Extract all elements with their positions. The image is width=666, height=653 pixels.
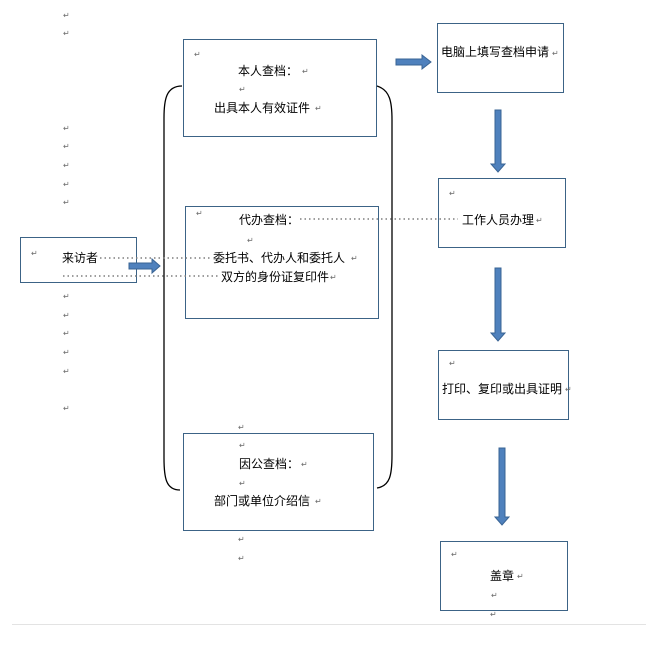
arrow-step2-to-step3 <box>489 267 507 342</box>
official-check-title: 因公查档： <box>239 457 300 471</box>
right-bracket <box>376 85 393 489</box>
paragraph-mark: ↵ <box>63 348 70 357</box>
paragraph-mark: ↵ <box>491 591 498 600</box>
proxy-check-requirement-2: 双方的身份证复印件 <box>221 270 330 284</box>
step-box-seal: ↵ 盖章 ↵ ↵ <box>440 541 568 611</box>
paragraph-mark: ↵ <box>63 142 70 151</box>
paragraph-mark: ↵ <box>315 497 322 506</box>
proxy-check-title: 代办查档： <box>239 213 300 227</box>
paragraph-mark: ↵ <box>63 292 70 301</box>
paragraph-mark: ↵ <box>196 209 203 218</box>
paragraph-mark: ↵ <box>302 67 309 76</box>
paragraph-mark: ↵ <box>315 104 322 113</box>
paragraph-mark: ↵ <box>451 550 458 559</box>
paragraph-mark: ↵ <box>63 198 70 207</box>
step-box-staff-processing: ↵ 工作人员办理 ↵ <box>438 178 566 248</box>
paragraph-mark: ↵ <box>239 85 246 94</box>
arrow-step1-to-step2 <box>489 109 507 173</box>
paragraph-mark: ↵ <box>63 404 70 413</box>
step-label-fill-application: 电脑上填写查档申请 <box>441 45 550 59</box>
paragraph-mark: ↵ <box>238 423 245 432</box>
paragraph-mark: ↵ <box>330 273 337 282</box>
left-bracket <box>163 85 183 491</box>
paragraph-mark: ↵ <box>63 124 70 133</box>
visitor-box: ↵ 来访者 <box>20 237 137 283</box>
paragraph-mark: ↵ <box>63 367 70 376</box>
paragraph-mark: ↵ <box>238 554 245 563</box>
official-check-box: ↵ 因公查档： ↵ ↵ 部门或单位介绍信 ↵ <box>183 433 374 531</box>
paragraph-mark: ↵ <box>449 189 456 198</box>
paragraph-mark: ↵ <box>449 359 456 368</box>
step-box-fill-application: 电脑上填写查档申请 ↵ <box>437 23 564 93</box>
paragraph-mark: ↵ <box>239 479 246 488</box>
paragraph-mark: ↵ <box>31 249 38 258</box>
proxy-check-box: ↵ 代办查档： ↵ 委托书、代办人和委托人 ↵ 双方的身份证复印件 ↵ <box>185 206 379 319</box>
paragraph-mark: ↵ <box>63 311 70 320</box>
paragraph-mark: ↵ <box>565 385 572 394</box>
paragraph-mark: ↵ <box>351 254 358 263</box>
step-label-seal: 盖章 <box>490 569 515 583</box>
paragraph-mark: ↵ <box>238 535 245 544</box>
paragraph-mark: ↵ <box>490 610 497 619</box>
visitor-label: 来访者 <box>62 251 99 265</box>
paragraph-mark: ↵ <box>63 11 70 20</box>
arrow-visitor-to-checks <box>128 257 161 275</box>
page-divider <box>12 624 646 625</box>
self-check-box: ↵ 本人查档： ↵ ↵ 出具本人有效证件 ↵ <box>183 39 377 137</box>
self-check-title: 本人查档： <box>238 64 299 78</box>
paragraph-mark: ↵ <box>247 236 254 245</box>
self-check-requirement: 出具本人有效证件 <box>214 101 311 115</box>
paragraph-mark: ↵ <box>63 180 70 189</box>
paragraph-mark: ↵ <box>63 161 70 170</box>
proxy-check-requirement-1: 委托书、代办人和委托人 <box>213 251 346 265</box>
paragraph-mark: ↵ <box>301 460 308 469</box>
arrow-step3-to-step4 <box>493 447 511 526</box>
paragraph-mark: ↵ <box>536 216 543 225</box>
paragraph-mark: ↵ <box>239 441 246 450</box>
paragraph-mark: ↵ <box>552 49 559 58</box>
paragraph-mark: ↵ <box>517 572 524 581</box>
step-label-staff-processing: 工作人员办理 <box>462 213 535 227</box>
step-label-print-copy-certify: 打印、复印或出具证明 <box>442 382 563 396</box>
paragraph-mark: ↵ <box>194 50 201 59</box>
step-box-print-copy-certify: ↵ 打印、复印或出具证明 ↵ <box>438 350 572 420</box>
paragraph-mark: ↵ <box>63 29 70 38</box>
official-check-requirement: 部门或单位介绍信 <box>214 494 311 508</box>
paragraph-mark: ↵ <box>63 329 70 338</box>
arrow-checks-to-step1 <box>395 53 432 71</box>
